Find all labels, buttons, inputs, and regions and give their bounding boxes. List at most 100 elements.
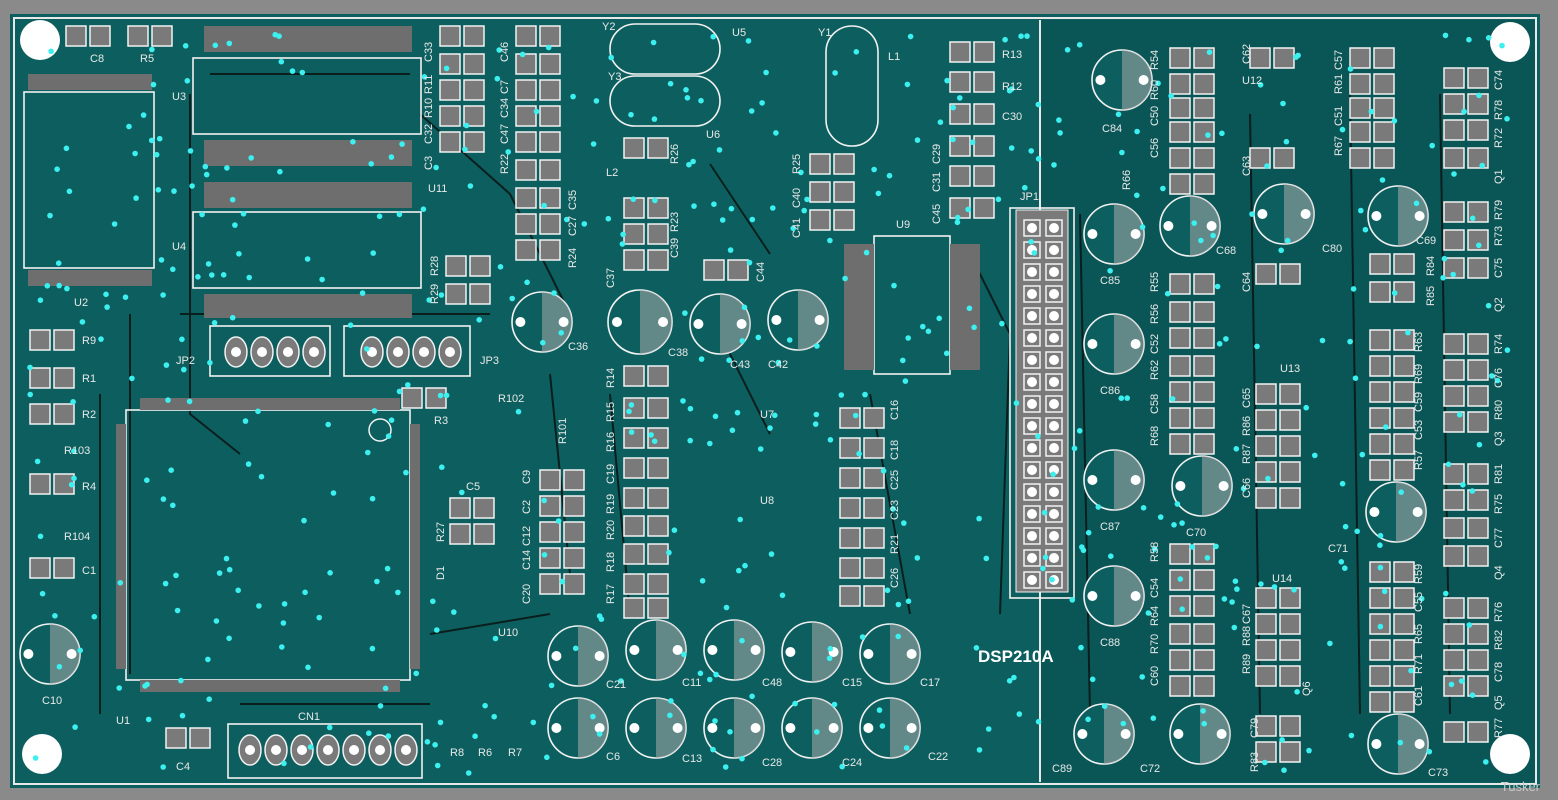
label-u7: U7 <box>760 409 774 421</box>
label-c33: C33 <box>423 42 435 62</box>
label-c25: C25 <box>889 470 901 490</box>
pad-smd59 <box>839 585 885 607</box>
pad-smd35 <box>29 557 75 579</box>
via <box>497 264 504 270</box>
label-r72: R72 <box>1493 128 1505 148</box>
pad-smd70 <box>1349 47 1395 69</box>
via <box>773 130 779 136</box>
via <box>205 656 211 663</box>
via <box>1476 441 1483 448</box>
label-c18: C18 <box>889 440 901 460</box>
pad-smd14 <box>515 213 561 235</box>
via <box>697 670 704 677</box>
via <box>902 378 909 384</box>
via <box>1469 692 1476 698</box>
via <box>443 65 450 72</box>
via <box>403 469 409 476</box>
label-c28: C28 <box>762 757 782 769</box>
via <box>1140 505 1147 511</box>
pad-smd44 <box>623 365 669 387</box>
via <box>278 58 285 65</box>
label-__title: DSP210A <box>978 647 1054 666</box>
label-c7: C7 <box>499 80 511 94</box>
label-r19: R19 <box>605 494 617 514</box>
label-c21: C21 <box>606 679 626 691</box>
via <box>698 356 705 362</box>
via <box>437 719 444 726</box>
via <box>1231 624 1238 631</box>
via <box>1342 523 1349 530</box>
via <box>496 47 503 53</box>
via <box>462 146 468 153</box>
via <box>683 87 689 93</box>
via <box>1189 544 1196 550</box>
via <box>1223 336 1229 342</box>
label-c32: C32 <box>423 124 435 144</box>
label-r23: R23 <box>669 212 681 232</box>
via <box>1008 86 1015 92</box>
label-r14: R14 <box>605 368 617 388</box>
via <box>212 42 219 49</box>
via <box>698 97 704 104</box>
via <box>156 135 163 142</box>
via <box>734 409 741 416</box>
via <box>1294 689 1300 695</box>
via <box>1024 33 1030 39</box>
pad-smd22 <box>623 137 669 159</box>
via <box>302 589 308 596</box>
via <box>713 671 719 678</box>
label-c41: C41 <box>791 218 803 238</box>
via <box>1291 587 1297 593</box>
pad-smd24 <box>623 223 669 245</box>
via <box>163 362 170 368</box>
via <box>1050 471 1056 478</box>
via <box>27 364 33 371</box>
label-c26: C26 <box>889 568 901 588</box>
pad-smd6 <box>439 131 485 153</box>
label-r58: R58 <box>1149 542 1161 562</box>
via <box>171 188 177 194</box>
header-pin-hole <box>393 347 403 357</box>
via <box>727 247 734 253</box>
cap-c70 <box>1171 455 1233 517</box>
via <box>1177 576 1184 582</box>
via <box>1339 480 1346 487</box>
via <box>914 555 921 561</box>
label-r74: R74 <box>1493 334 1505 354</box>
via <box>1485 302 1492 309</box>
pad-smd69 <box>1249 147 1295 169</box>
via <box>245 461 252 467</box>
label-c87: C87 <box>1100 521 1120 533</box>
label-r27: R27 <box>435 522 447 542</box>
u1-chip <box>116 398 420 692</box>
via <box>666 549 672 556</box>
pad-smd82 <box>1443 333 1489 355</box>
label-r66: R66 <box>1121 170 1133 190</box>
pad-smd43 <box>539 573 585 595</box>
label-y2: Y2 <box>602 21 615 33</box>
via <box>465 770 472 776</box>
jp1-pin-hole <box>1049 531 1059 541</box>
label-c20: C20 <box>521 584 533 604</box>
label-c4: C4 <box>176 761 190 773</box>
label-r63: R63 <box>1413 332 1425 352</box>
pad-smd65 <box>1169 121 1215 143</box>
watermark: Tusker <box>1500 779 1540 794</box>
via <box>533 108 540 115</box>
via <box>884 587 891 594</box>
pad-smd83 <box>1443 359 1489 381</box>
via <box>66 188 73 195</box>
via <box>420 206 427 212</box>
via <box>540 339 546 346</box>
pad-smd52 <box>623 597 669 619</box>
via <box>165 397 171 403</box>
via <box>728 205 735 212</box>
pad-smd127 <box>1369 459 1415 481</box>
via <box>790 225 796 232</box>
via <box>798 169 804 176</box>
via <box>741 304 748 311</box>
via <box>936 315 942 322</box>
via <box>748 108 755 114</box>
via <box>37 297 44 304</box>
cap-c80-top <box>1253 183 1315 245</box>
